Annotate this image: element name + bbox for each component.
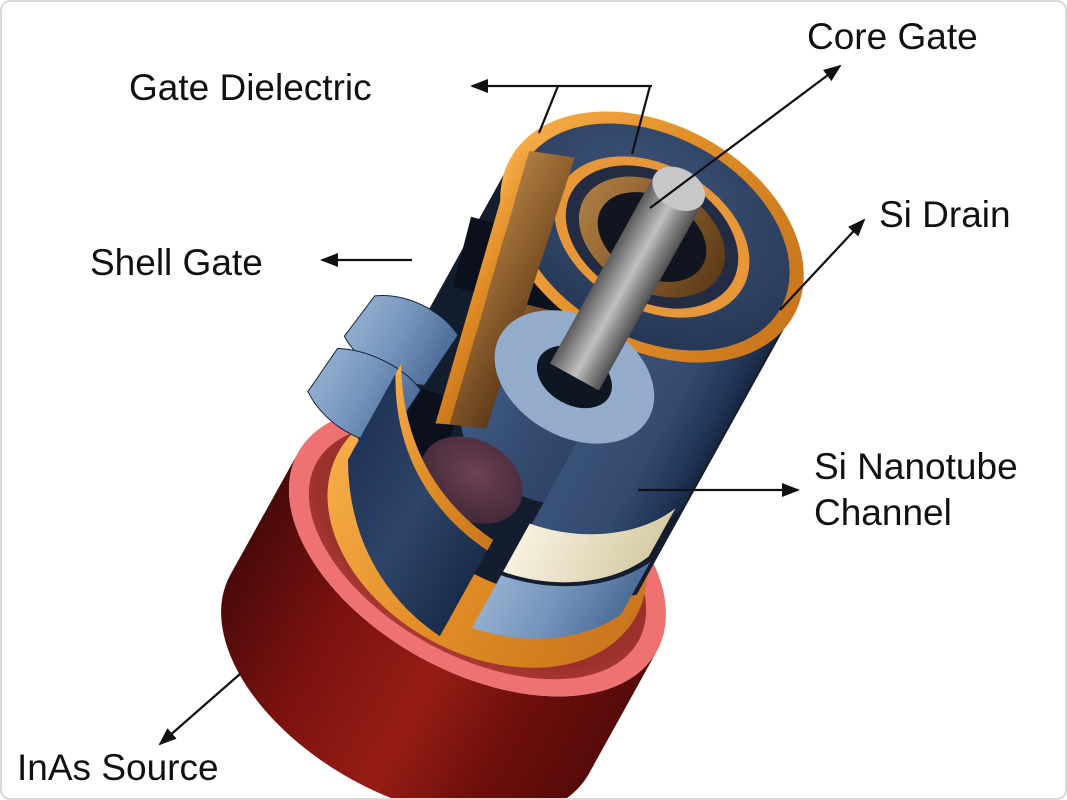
device-assembly: [221, 111, 804, 798]
gate-dielectric-cut-edge-lower: [395, 363, 494, 551]
arrow-si-drain: [779, 218, 866, 311]
inas-source-body: [221, 452, 657, 798]
label-gate-dielectric: Gate Dielectric: [129, 67, 372, 108]
arrow-inas-source: [158, 673, 241, 746]
label-core-gate: Core Gate: [807, 16, 978, 57]
arrow-gate-dielectric: [470, 79, 652, 155]
label-inas-source: InAs Source: [17, 747, 219, 788]
label-si-drain: Si Drain: [879, 194, 1011, 235]
dielectric-cut-face: [449, 150, 575, 429]
leader-line: [537, 85, 560, 134]
leader-line: [630, 85, 652, 155]
label-shell-gate: Shell Gate: [90, 242, 263, 283]
si-nanotube-channel-band: [503, 508, 676, 583]
gate-dielectric-cut-edge-upper: [435, 149, 530, 425]
annotation-arrows: [158, 64, 866, 746]
si-drain-wall: [531, 335, 779, 537]
core-gate-rod: [549, 175, 704, 391]
si-drain-lower-wall: [348, 363, 494, 637]
arrow-core-gate: [649, 64, 842, 209]
label-si-nanotube-channel: Si Nanotube Channel: [814, 446, 1018, 534]
shell-gate-outer-band: [472, 561, 651, 639]
